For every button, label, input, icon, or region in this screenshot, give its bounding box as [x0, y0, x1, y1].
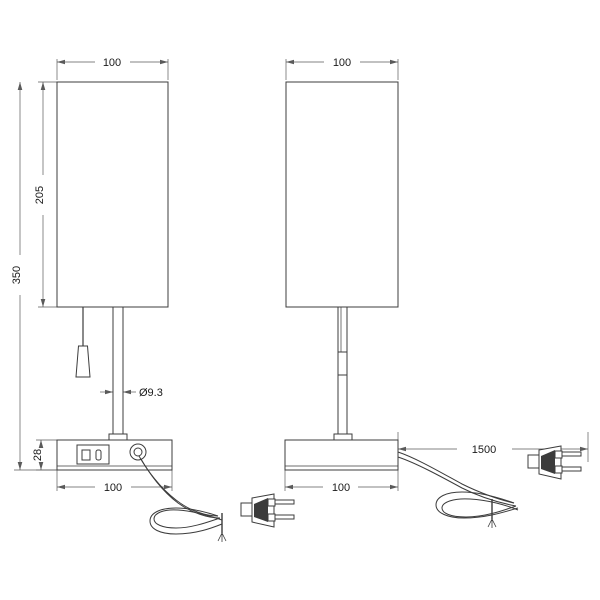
plug-pin-bottom-side	[561, 466, 582, 472]
plug-pin-top-front	[274, 499, 295, 505]
side-view-power-cord-group	[397, 445, 582, 528]
cord-tie-tail-front	[217, 532, 227, 542]
power-cord-coil-upper-side	[441, 498, 519, 518]
dim-label-stem-diameter: Ø9.3	[139, 387, 163, 399]
plug-pin-top-side	[561, 451, 582, 457]
power-cord-coil-lower-side	[435, 491, 519, 519]
stem-collar-front	[108, 433, 128, 441]
plug-pin-socket-bottom-side	[554, 465, 563, 474]
dim-label-cord-length: 1500	[472, 444, 496, 456]
front-view-power-cord-group	[138, 455, 295, 542]
power-cord-coil-upper	[153, 509, 223, 529]
dim-label-overall-height: 350	[11, 266, 23, 284]
stem-collar-side	[333, 433, 353, 441]
plug-cord-strain-relief-side	[527, 454, 540, 469]
dimension-lines-group	[14, 59, 589, 491]
power-cord-lead-front-2	[140, 458, 221, 519]
dim-label-shade-width-left: 100	[103, 57, 121, 69]
dim-label-base-height: 28	[32, 449, 44, 461]
cord-grommet-inner	[133, 447, 143, 457]
plug-body-shade-front	[254, 498, 268, 522]
lamp-base-front	[56, 439, 173, 471]
plug-pin-bottom-front	[274, 514, 295, 520]
power-cord-coil-lower	[149, 507, 223, 535]
usb-c-port-icon	[95, 449, 102, 461]
side-view-group	[284, 81, 399, 471]
lamp-shade-side	[285, 81, 399, 308]
dim-label-base-width-left: 100	[104, 482, 122, 494]
dimension-labels-group: 100 205 350 Ø9.3 28 100 100 100 1500	[11, 57, 496, 494]
plug-body-shade-side	[541, 450, 555, 474]
dim-label-shade-height-left: 205	[34, 186, 46, 204]
lamp-base-side	[284, 439, 399, 471]
power-cord-lead-side	[397, 451, 515, 504]
cord-tie-tail-side	[487, 518, 497, 528]
front-view-group	[56, 81, 173, 471]
plug-pin-socket-top-front	[267, 498, 276, 507]
plug-pin-socket-top-side	[554, 450, 563, 459]
lamp-shade-front	[56, 81, 169, 308]
pull-cord-toggle	[75, 345, 91, 378]
dim-label-base-width-right: 100	[332, 482, 350, 494]
plug-pin-socket-bottom-front	[267, 513, 276, 522]
usb-a-port-icon	[81, 449, 91, 461]
socket-collar-side	[337, 351, 348, 376]
plug-cord-strain-relief-front	[240, 502, 253, 517]
power-cord-lead-side-2	[397, 456, 517, 507]
dim-label-shade-width-right: 100	[333, 57, 351, 69]
